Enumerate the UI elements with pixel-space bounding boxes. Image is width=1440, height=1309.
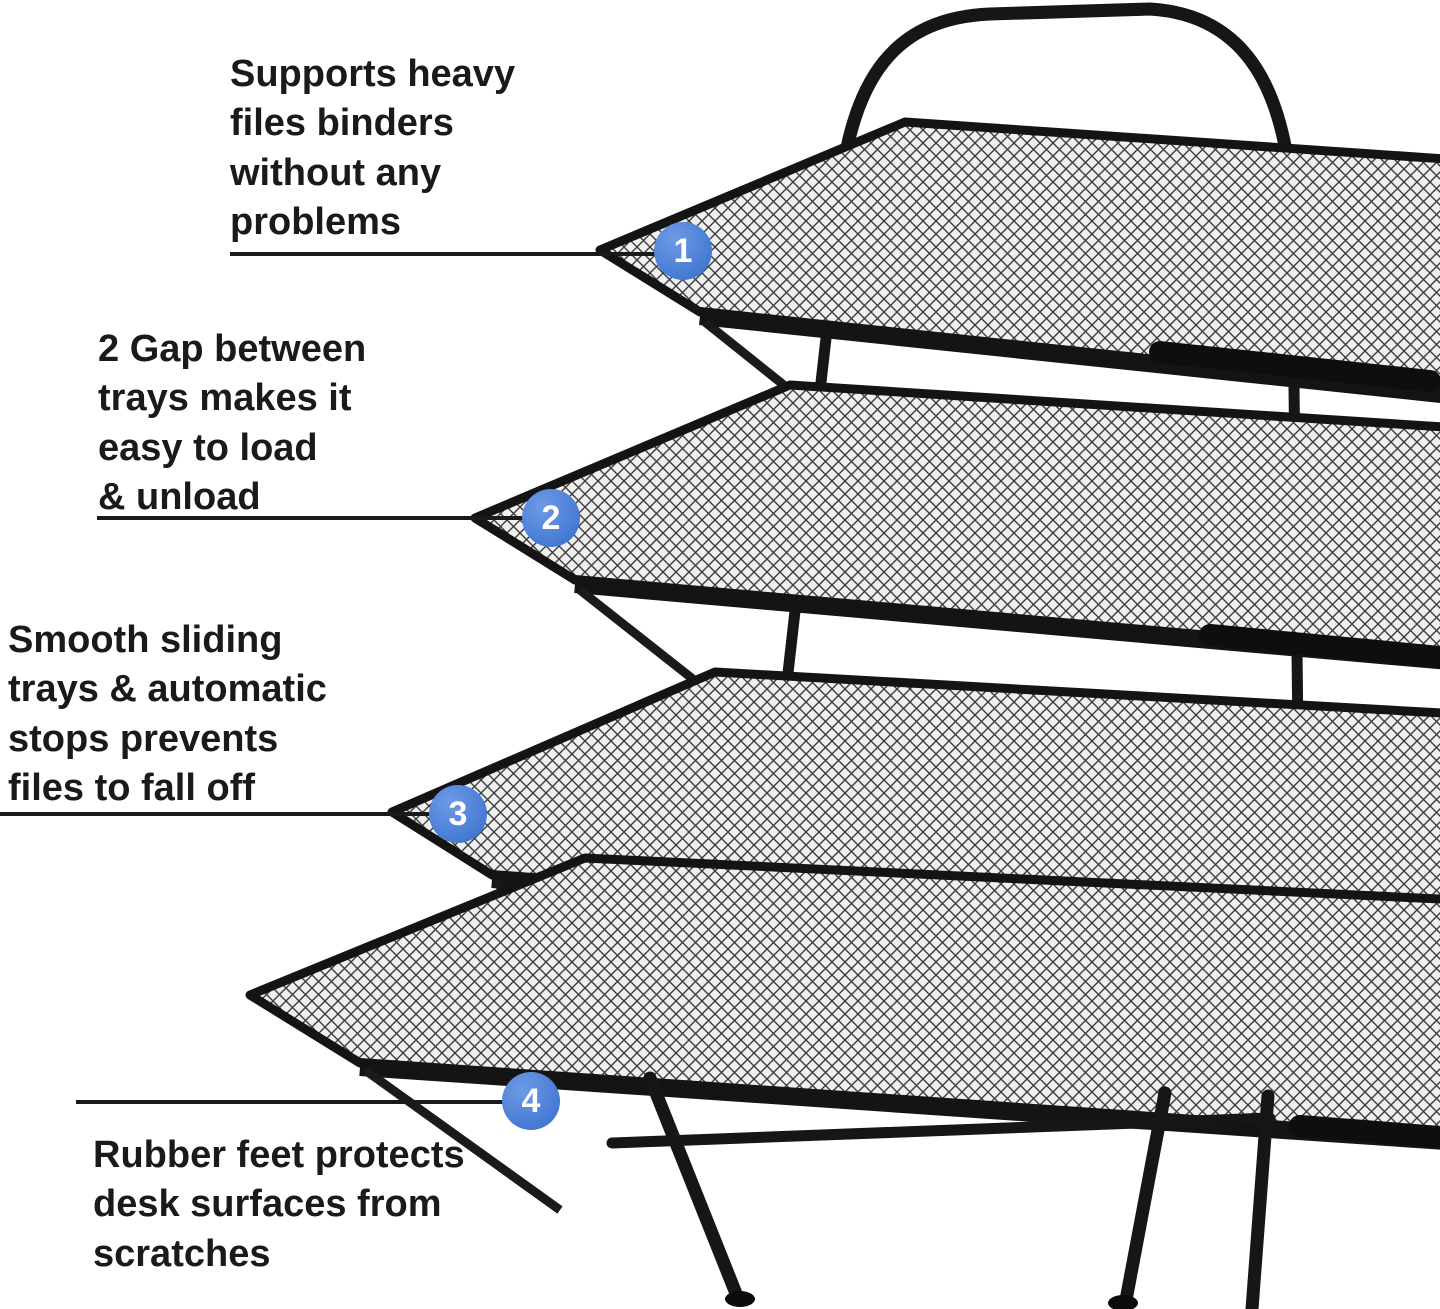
annotation-line: easy to load (98, 426, 318, 469)
annotation-line: scratches (93, 1232, 271, 1275)
annotation-text-4: Rubber feet protects desk surfaces from … (93, 1131, 465, 1279)
annotation-line: & unload (98, 476, 261, 519)
step-badge-4: 4 (502, 1072, 560, 1130)
annotation-line: problems (230, 201, 402, 244)
annotation-line: Smooth sliding (8, 619, 283, 661)
connector-line-2 (97, 516, 527, 520)
annotation-text-2: 2 Gap between trays makes it easy to loa… (98, 325, 366, 523)
connector-line-4 (76, 1100, 508, 1104)
step-badge-3: 3 (429, 785, 487, 843)
annotation-line: trays makes it (98, 377, 352, 420)
step-badge-1: 1 (654, 222, 712, 280)
annotation-line: Rubber feet protects (93, 1134, 465, 1176)
annotation-line: stops prevents (8, 717, 279, 760)
annotation-line: desk surfaces from (93, 1183, 442, 1226)
rubber-foot (1108, 1295, 1138, 1309)
legs-and-feet (606, 1071, 1276, 1309)
annotation-line: Supports heavy (230, 53, 516, 95)
annotation-line: files binders (230, 102, 454, 145)
annotation-line: trays & automatic (8, 668, 327, 711)
annotation-text-3: Smooth sliding trays & automatic stops p… (8, 616, 327, 814)
annotation-line: without any (230, 151, 442, 194)
connector-line-3 (0, 812, 438, 816)
annotation-text-1: Supports heavy files binders without any… (230, 50, 515, 248)
annotation-line: 2 Gap between (98, 328, 367, 370)
connector-line-1 (230, 252, 662, 256)
annotation-line: files to fall off (8, 767, 255, 810)
rubber-foot (725, 1291, 755, 1307)
step-badge-2: 2 (522, 489, 580, 547)
